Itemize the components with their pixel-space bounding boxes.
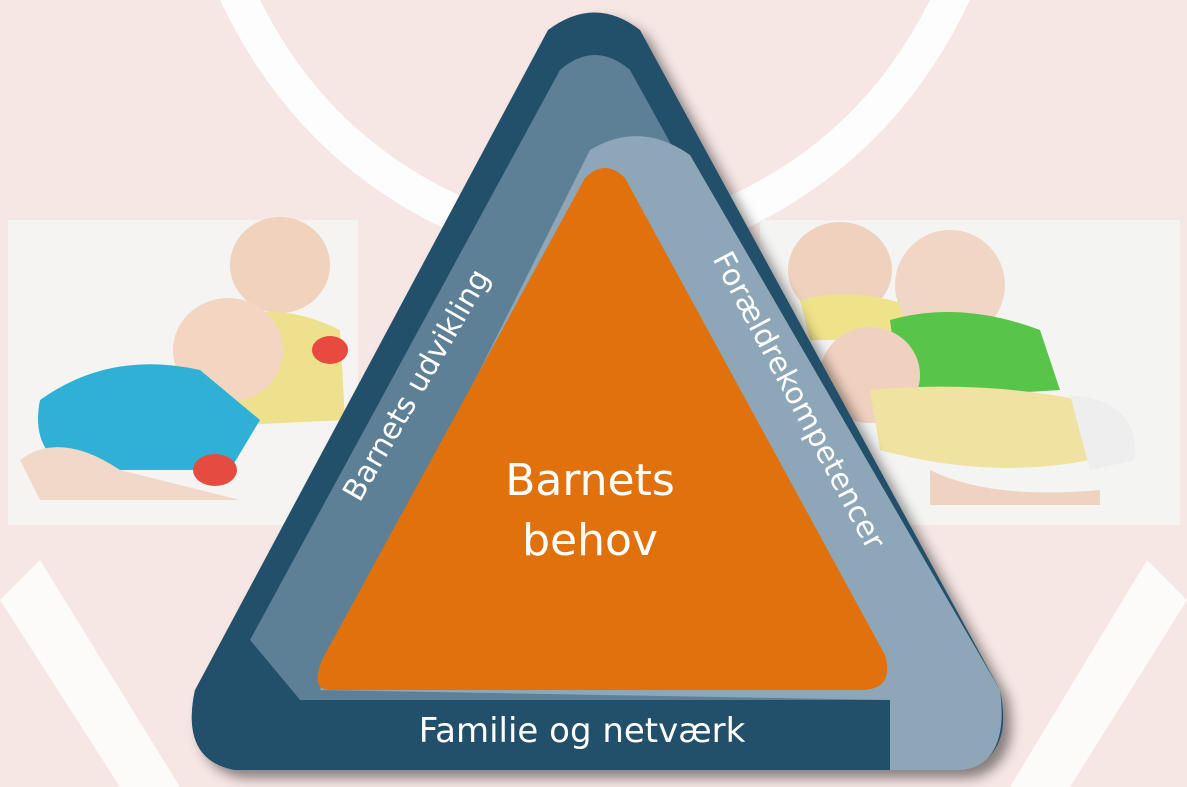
babies-photo-left [8,217,358,525]
center-title-line2: behov [522,515,658,566]
triangle-layers [191,12,1004,771]
bottom-side-label: Familie og netværk [419,711,746,751]
core-triangle [317,168,888,690]
center-title-line1: Barnets [505,455,675,506]
